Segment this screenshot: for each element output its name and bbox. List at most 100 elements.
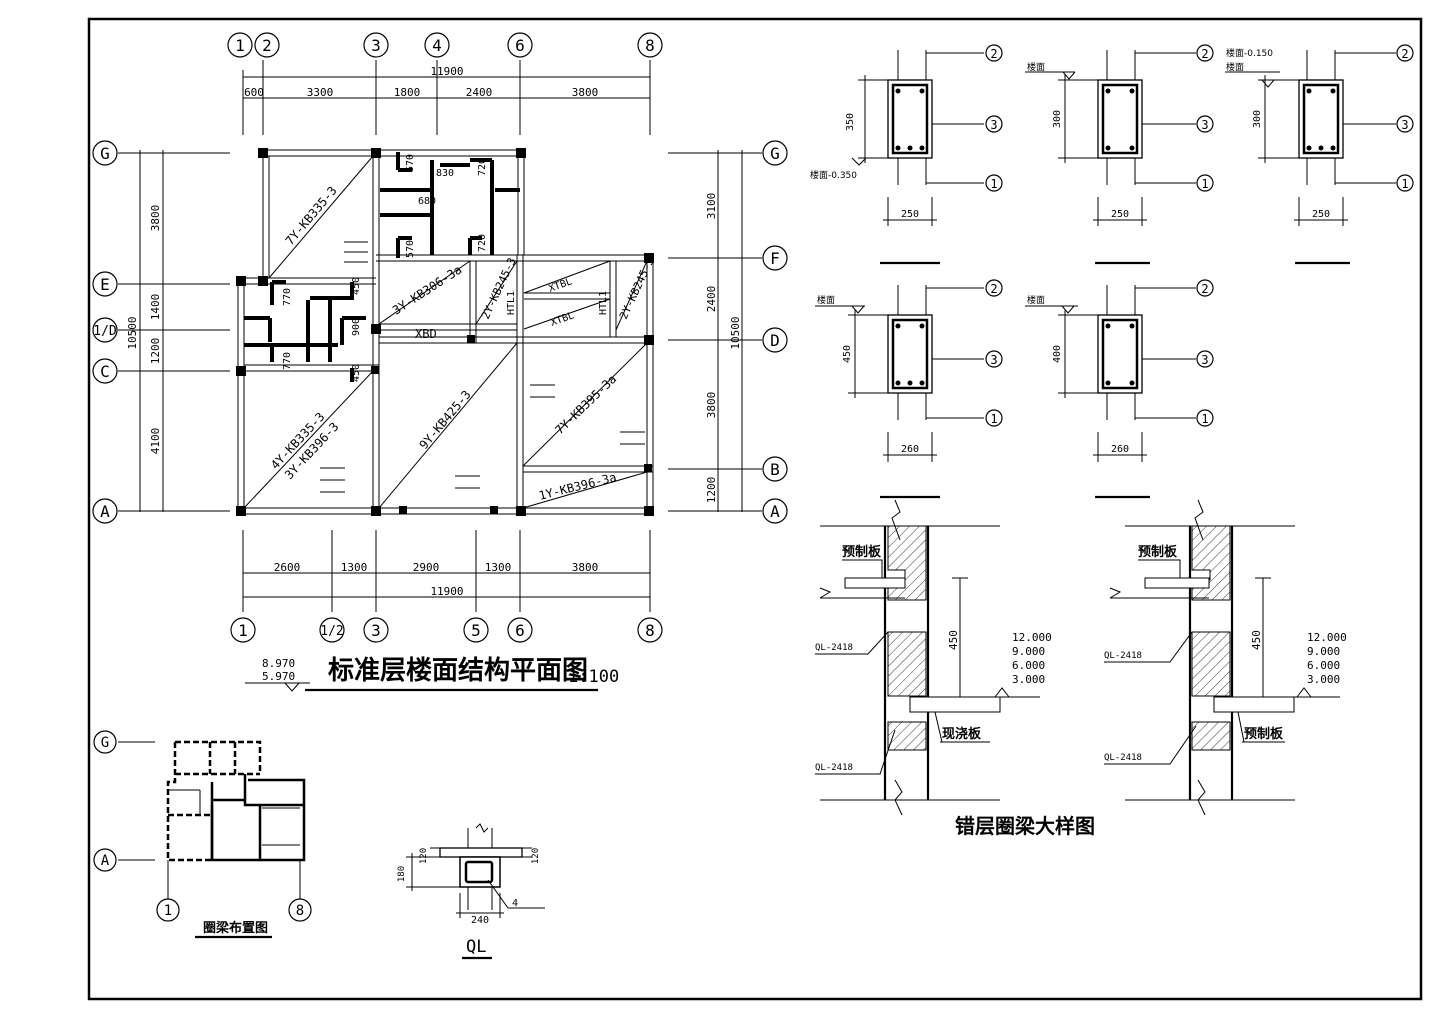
axis-bubble-right-b: B — [770, 460, 780, 479]
detail-right-ql-upper: QL-2418 — [1104, 651, 1142, 661]
right-total-dim: 10500 — [729, 316, 742, 349]
dim-570b: 570 — [405, 240, 416, 258]
top-dim-4: 2400 — [466, 86, 493, 99]
left-dim-3: 1200 — [149, 338, 162, 365]
bottom-axis-bubbles: 1 1/2 3 5 6 8 — [230, 617, 663, 643]
detail-right-level-3: 6.000 — [1307, 659, 1340, 672]
section-1-bubble-1: 1 — [990, 177, 997, 191]
section-4-width: 260 — [901, 444, 919, 455]
axis-bubble-top-4: 4 — [432, 36, 442, 55]
dim-570a: 570 — [405, 154, 416, 172]
detail-left-level-1: 12.000 — [1012, 631, 1052, 644]
ql-title: QL — [466, 937, 486, 957]
slab-label-xtb1: XTBL — [549, 310, 575, 329]
plan-elevation-2: 5.970 — [262, 670, 295, 683]
top-total-dim: 11900 — [430, 65, 463, 78]
section-2-level: 楼面 — [1027, 61, 1045, 73]
bottom-dim-1: 2600 — [274, 561, 301, 574]
section-2-width: 250 — [1111, 209, 1129, 220]
ring-beam-detail-left: 450 12.000 9.000 6.000 3.000 预制板 QL-2418… — [815, 499, 1052, 816]
detail-left-level-4: 3.000 — [1012, 673, 1045, 686]
top-dim-2: 3300 — [307, 86, 334, 99]
axis-bubble-top-2: 2 — [262, 36, 272, 55]
section-4-bubble-3: 3 — [990, 353, 997, 367]
ring-axis-a: A — [101, 853, 110, 869]
section-3-level: 楼面-0.150 — [1226, 47, 1273, 59]
section-3-bubble-2: 2 — [1401, 47, 1408, 61]
axis-bubble-left-e: E — [100, 275, 110, 294]
section-5-bubble-3: 3 — [1201, 353, 1208, 367]
top-dim-1: 600 — [244, 86, 264, 99]
slab-label-kb5: 9Y-KB425-3 — [417, 388, 474, 452]
left-dim-2: 1400 — [149, 294, 162, 321]
detail-left-cast-in-place: 现浇板 — [942, 726, 982, 742]
ring-axis-1: 1 — [164, 903, 172, 919]
top-axis-bubbles: 1 2 3 4 6 8 — [227, 32, 663, 58]
dim-830: 830 — [436, 168, 454, 179]
dim-900: 900 — [351, 318, 362, 336]
dim-770a: 770 — [282, 288, 293, 306]
detail-right-dim: 450 — [1250, 630, 1263, 650]
section-2: 2 3 1 300 250 楼面 — [1025, 44, 1214, 265]
section-4-level: 楼面 — [817, 294, 835, 306]
section-5: 2 3 1 400 260 楼面 — [1025, 279, 1214, 499]
ql-dim-180: 180 — [397, 866, 407, 882]
detail-right-ql-lower: QL-2418 — [1104, 753, 1142, 763]
axis-bubble-top-6: 6 — [515, 36, 525, 55]
plan-columns — [236, 148, 654, 516]
detail-title: 错层圈梁大样图 — [955, 814, 1095, 838]
bottom-dim-3: 2900 — [413, 561, 440, 574]
detail-left-ql-lower: QL-2418 — [815, 763, 853, 773]
section-3-width: 250 — [1312, 209, 1330, 220]
section-3-bubble-3: 3 — [1401, 118, 1408, 132]
section-3-height: 300 — [1252, 110, 1263, 128]
ql-section: 120 120 180 240 4 QL — [397, 823, 545, 960]
right-dim-2: 2400 — [705, 286, 718, 313]
axis-bubble-right-a: A — [770, 502, 780, 521]
section-1-height: 350 — [845, 113, 856, 131]
ql-dim-120b: 120 — [531, 848, 541, 864]
section-4-bubble-2: 2 — [990, 282, 997, 296]
ring-axis-g: G — [101, 735, 109, 751]
dim-720b: 720 — [477, 234, 488, 252]
section-1-bubble-3: 3 — [990, 118, 997, 132]
axis-bubble-bottom-1-2: 1/2 — [320, 624, 343, 639]
section-1-level: 楼面-0.350 — [810, 169, 857, 181]
dim-680: 680 — [418, 196, 436, 207]
axis-bubble-bottom-1: 1 — [238, 621, 248, 640]
axis-bubble-bottom-8: 8 — [645, 621, 655, 640]
section-5-bubble-2: 2 — [1201, 282, 1208, 296]
axis-bubble-left-g: G — [100, 144, 110, 163]
section-3-bubble-1: 1 — [1401, 177, 1408, 191]
detail-left-level-3: 6.000 — [1012, 659, 1045, 672]
detail-left-ql-upper: QL-2418 — [815, 643, 853, 653]
axis-bubble-top-8: 8 — [645, 36, 655, 55]
detail-right-precast: 预制板 — [1138, 544, 1178, 560]
axis-bubble-right-f: F — [770, 249, 780, 268]
bottom-total-dim: 11900 — [430, 585, 463, 598]
right-dim-3: 3800 — [705, 392, 718, 419]
plan-elevation-1: 8.970 — [262, 657, 295, 670]
axis-bubble-left-1d: 1/D — [93, 324, 117, 339]
stair-marks — [244, 152, 520, 382]
sheet-border — [87, 17, 1423, 1001]
slab-label-xtb2: XTBL — [547, 276, 573, 295]
axis-bubble-left-c: C — [100, 362, 110, 381]
section-1-width: 250 — [901, 209, 919, 220]
axis-bubble-top-1: 1 — [235, 36, 245, 55]
top-dim-3: 1800 — [394, 86, 421, 99]
section-4-bubble-1: 1 — [990, 412, 997, 426]
right-axis-bubbles: G F D B A — [762, 140, 788, 524]
slab-label-xbd: XBD — [415, 327, 437, 341]
axis-bubble-bottom-6: 6 — [515, 621, 525, 640]
ql-bar-count: 4 — [512, 898, 518, 909]
slab-label-kb1: 7Y-KB335-3 — [283, 184, 340, 248]
right-dim-1: 3100 — [705, 193, 718, 220]
axis-bubble-bottom-5: 5 — [471, 621, 481, 640]
slab-diagonals — [243, 155, 648, 509]
dim-450a: 450 — [351, 277, 362, 295]
left-total-dim: 10500 — [126, 316, 139, 349]
plan-walls — [237, 149, 654, 515]
detail-left-dim: 450 — [947, 630, 960, 650]
